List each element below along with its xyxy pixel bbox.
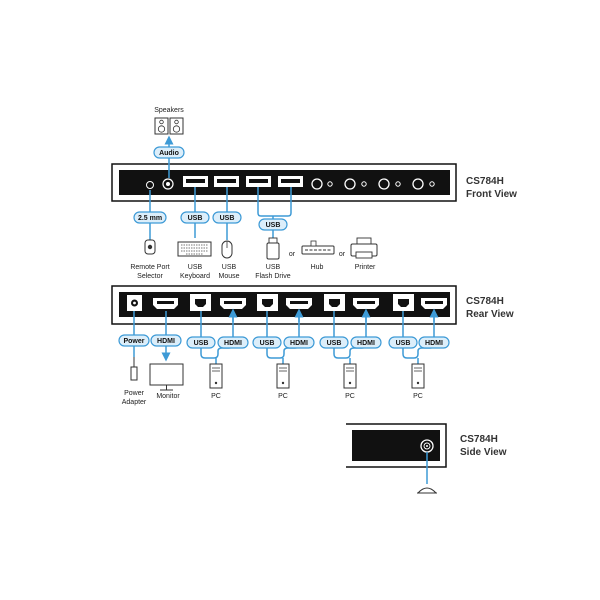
mm25-tag-label: 2.5 mm bbox=[138, 215, 162, 222]
printer-icon bbox=[350, 237, 378, 259]
rear-model-label: CS784H bbox=[466, 296, 504, 307]
power-adapter-icon bbox=[130, 357, 138, 381]
remote-port-label-1: Remote Port bbox=[130, 264, 169, 271]
flash-usb-tag-label: USB bbox=[266, 222, 281, 229]
monitor-icon bbox=[149, 363, 184, 391]
pc2-hdmi-tag bbox=[283, 336, 315, 349]
pc4-hdmi-tag-label: HDMI bbox=[425, 340, 443, 347]
audio-tag-label: Audio bbox=[159, 150, 179, 157]
mm25-tag bbox=[133, 211, 167, 224]
pc3-hdmi-tag bbox=[350, 336, 382, 349]
pc3-label: PC bbox=[345, 393, 355, 400]
front-model-label: CS784H bbox=[466, 176, 504, 187]
rear-panel bbox=[111, 285, 457, 325]
mouse-label-1: USB bbox=[222, 264, 237, 271]
power-adapter-label-2: Adapter bbox=[122, 399, 147, 406]
pc1-usb-tag bbox=[186, 336, 216, 349]
power-adapter-label-1: Power bbox=[124, 390, 145, 397]
flash-usb-tag bbox=[258, 218, 288, 231]
ground-icon bbox=[417, 487, 437, 494]
remote-port-label-2: Selector bbox=[137, 273, 163, 280]
pc3-usb-tag-label: USB bbox=[327, 340, 342, 347]
pc4-label: PC bbox=[413, 393, 423, 400]
pc-icon bbox=[276, 363, 290, 389]
hub-icon bbox=[301, 240, 335, 255]
power-tag-label: Power bbox=[123, 338, 144, 345]
pc1-hdmi-tag bbox=[217, 336, 249, 349]
pc2-usb-tag-label: USB bbox=[260, 340, 275, 347]
pc4-hdmi-tag bbox=[418, 336, 450, 349]
pc1-usb-tag-label: USB bbox=[194, 340, 209, 347]
rear-view-label: Rear View bbox=[466, 309, 514, 320]
pc3-hdmi-tag-label: HDMI bbox=[357, 340, 375, 347]
monitor-label: Monitor bbox=[156, 393, 180, 400]
keyboard-icon bbox=[177, 241, 212, 257]
keyboard-usb-tag-label: USB bbox=[188, 215, 203, 222]
pc2-usb-tag bbox=[252, 336, 282, 349]
keyboard-usb-tag bbox=[180, 211, 210, 224]
keyboard-label-1: USB bbox=[188, 264, 203, 271]
pc4-usb-tag bbox=[388, 336, 418, 349]
audio-tag bbox=[153, 146, 185, 159]
monitor-hdmi-tag bbox=[150, 334, 182, 347]
or-label-2: or bbox=[339, 251, 346, 258]
power-tag bbox=[118, 334, 150, 347]
speakers-label: Speakers bbox=[154, 107, 184, 114]
mouse-usb-tag-label: USB bbox=[220, 215, 235, 222]
keyboard-label-2: Keyboard bbox=[180, 273, 210, 280]
side-model-label: CS784H bbox=[460, 434, 498, 445]
front-panel bbox=[111, 163, 457, 202]
usb-flash-drive-icon bbox=[266, 237, 280, 260]
pc2-label: PC bbox=[278, 393, 288, 400]
flash-drive-label-2: Flash Drive bbox=[255, 273, 291, 280]
printer-label: Printer bbox=[355, 264, 376, 271]
mouse-icon bbox=[221, 240, 233, 259]
side-panel bbox=[346, 423, 447, 468]
mouse-label-2: Mouse bbox=[218, 273, 239, 280]
pc-icon bbox=[411, 363, 425, 389]
hub-label: Hub bbox=[311, 264, 324, 271]
pc2-hdmi-tag-label: HDMI bbox=[290, 340, 308, 347]
usb-shared-bracket bbox=[257, 187, 292, 217]
remote-port-selector-icon bbox=[144, 239, 156, 255]
pc4-usb-tag-label: USB bbox=[396, 340, 411, 347]
pc1-label: PC bbox=[211, 393, 221, 400]
pc-icon bbox=[343, 363, 357, 389]
monitor-hdmi-tag-label: HDMI bbox=[157, 338, 175, 345]
or-label-1: or bbox=[289, 251, 296, 258]
speakers-icon bbox=[154, 117, 184, 135]
front-view-label: Front View bbox=[466, 189, 517, 200]
pc-icon bbox=[209, 363, 223, 389]
mouse-usb-tag bbox=[212, 211, 242, 224]
pc3-usb-tag bbox=[319, 336, 349, 349]
flash-drive-label-1: USB bbox=[266, 264, 281, 271]
pc1-hdmi-tag-label: HDMI bbox=[224, 340, 242, 347]
side-view-label: Side View bbox=[460, 447, 507, 458]
